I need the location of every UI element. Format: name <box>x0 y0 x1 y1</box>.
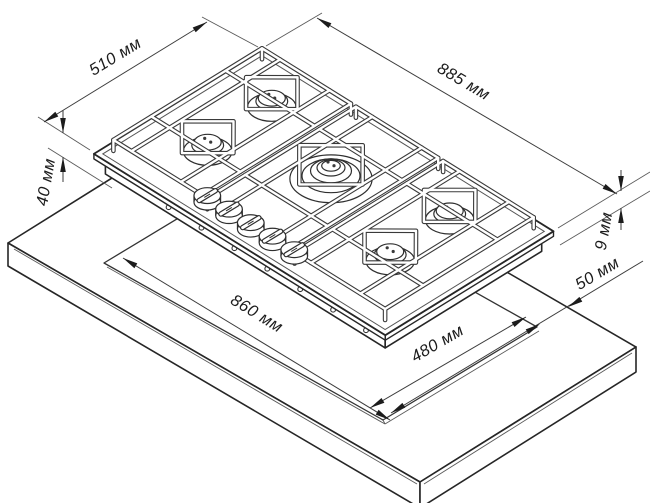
worktop-front-right-face <box>419 346 637 503</box>
cutout-inner-wall <box>106 266 540 425</box>
dimension-label-rim-height: 9 мм <box>592 211 616 252</box>
control-knob <box>236 214 265 238</box>
dimension-label-side-clearance: 40 мм <box>33 157 59 207</box>
worktop-edge-detail <box>13 248 633 485</box>
pan-support-grates <box>111 46 536 323</box>
dimension-lines <box>37 12 650 421</box>
dimension-label-hob-depth: 510 мм <box>86 34 145 80</box>
gas-hob <box>93 46 555 349</box>
control-knob <box>258 227 287 252</box>
control-knob <box>193 187 222 211</box>
control-knobs <box>193 187 309 265</box>
dimension-label-front-clearance: 50 мм <box>572 254 622 294</box>
control-knob <box>280 241 309 265</box>
dimension-label-hob-width: 885 мм <box>434 59 493 104</box>
worktop-front-left-face <box>7 242 421 503</box>
control-knob <box>215 200 243 225</box>
